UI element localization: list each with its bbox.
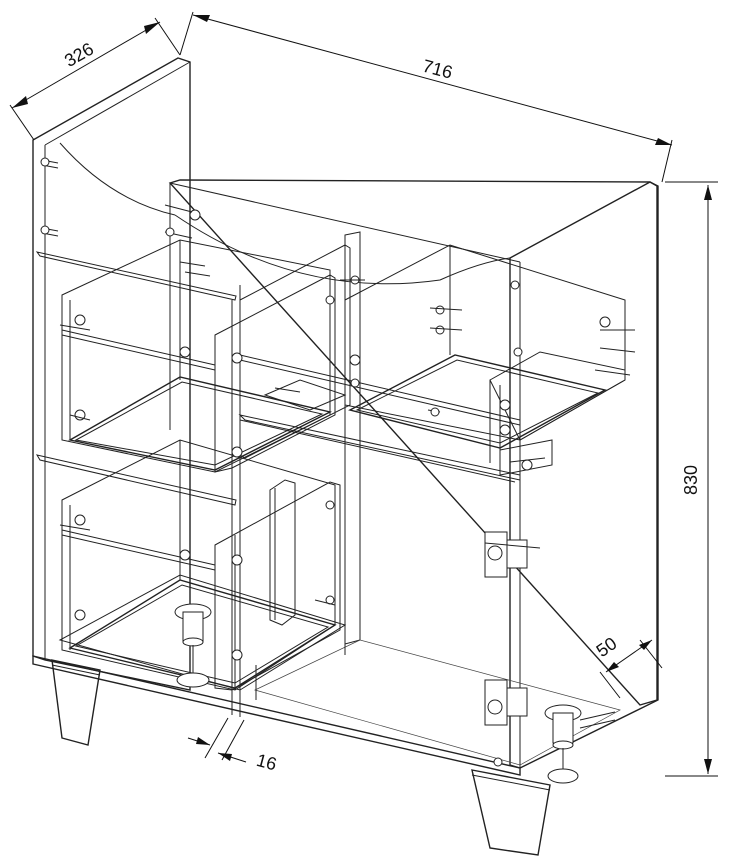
dimension-lines	[9, 11, 718, 777]
cabinet-wireframe	[32, 57, 659, 856]
hinge-hardware	[484, 531, 541, 726]
dimension-thickness-label: 16	[254, 750, 279, 775]
dimension-width-label: 716	[420, 56, 454, 83]
dowel-hardware	[40, 157, 636, 661]
dimension-depth-label: 326	[61, 39, 97, 71]
dimension-height-label: 830	[681, 465, 701, 495]
adjustable-foot-hardware	[174, 603, 616, 784]
